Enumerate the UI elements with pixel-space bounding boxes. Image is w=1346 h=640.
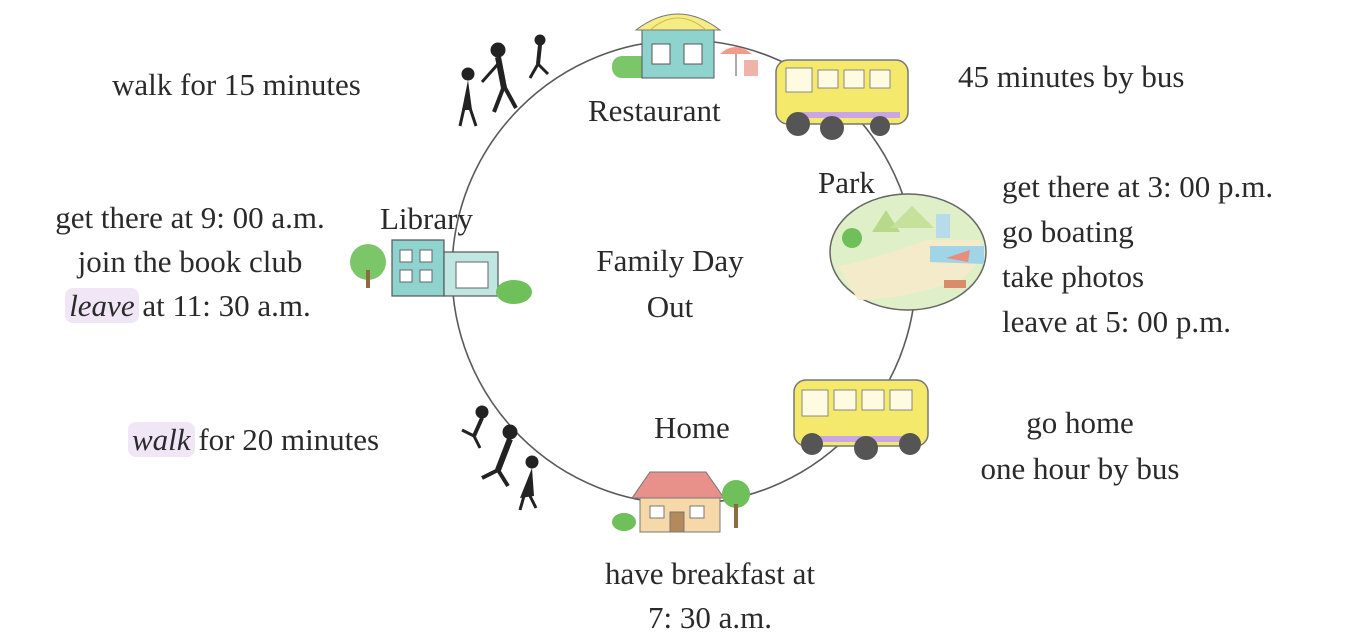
library-activity-line: get there at 9: 00 a.m. <box>55 200 325 235</box>
step-walk-20: walk for 20 minutes <box>128 417 379 463</box>
restaurant-label: Restaurant <box>588 93 721 128</box>
park-activities: get there at 3: 00 p.m. go boating take … <box>1002 164 1273 344</box>
highlighted-verb: walk <box>128 422 195 457</box>
step-breakfast: have breakfast at 7: 30 a.m. <box>560 552 860 640</box>
park-activity-line: get there at 3: 00 p.m. <box>1002 169 1274 204</box>
step-go-home: go home one hour by bus <box>940 400 1220 492</box>
library-activity-line: leave at 11: 30 a.m. <box>20 284 360 328</box>
library-icon <box>350 239 532 304</box>
park-label: Park <box>818 165 875 200</box>
library-activities: get there at 9: 00 a.m. join the book cl… <box>20 196 360 328</box>
highlighted-verb: leave <box>65 288 139 323</box>
go-home-line: one hour by bus <box>980 451 1180 486</box>
step-home-to-park: 45 minutes by bus <box>958 59 1185 94</box>
diagram-title: Family Day Out <box>570 238 770 330</box>
restaurant-icon <box>612 13 758 79</box>
park-activity-line: leave at 5: 00 p.m. <box>1002 304 1231 339</box>
step-walk-15: walk for 15 minutes <box>112 67 361 102</box>
bus-icon <box>775 59 909 140</box>
breakfast-line: 7: 30 a.m. <box>648 600 772 635</box>
home-label: Home <box>654 410 730 445</box>
park-icon <box>829 193 987 311</box>
house-icon <box>612 471 750 533</box>
title-line-2: Out <box>646 289 694 324</box>
park-activity-line: go boating <box>1002 214 1134 249</box>
library-label: Library <box>380 201 473 236</box>
walking-family-icon <box>461 405 539 511</box>
go-home-line: go home <box>1026 405 1134 440</box>
walking-family-icon <box>458 34 550 127</box>
bus-icon <box>793 379 929 460</box>
breakfast-line: have breakfast at <box>605 556 815 591</box>
title-line-1: Family Day <box>596 243 744 278</box>
library-activity-line: join the book club <box>77 244 303 279</box>
park-activity-line: take photos <box>1002 259 1145 294</box>
